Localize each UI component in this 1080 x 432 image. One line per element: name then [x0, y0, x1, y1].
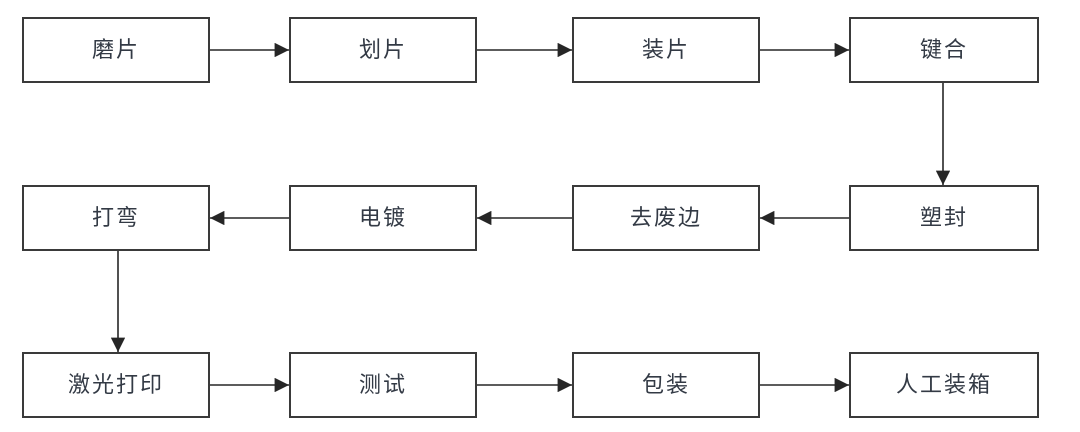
flow-node-testing: 测试 — [289, 352, 477, 418]
flow-node-label: 去废边 — [629, 205, 702, 230]
flow-node-label: 测试 — [358, 372, 407, 397]
flow-node-bending: 打弯 — [22, 185, 210, 251]
flow-node-dicing: 划片 — [289, 17, 477, 83]
flow-node-label: 激光打印 — [67, 372, 164, 397]
flow-node-deflash: 去废边 — [572, 185, 760, 251]
flow-node-label: 划片 — [358, 37, 407, 62]
flow-node-plating: 电镀 — [289, 185, 477, 251]
flow-node-label: 打弯 — [91, 205, 140, 230]
flow-node-manual-boxing: 人工装箱 — [849, 352, 1039, 418]
flow-node-label: 塑封 — [919, 205, 968, 230]
flow-node-label: 装片 — [641, 37, 690, 62]
flow-node-packing: 包装 — [572, 352, 760, 418]
flow-node-label: 键合 — [919, 37, 968, 62]
flow-node-label: 电镀 — [358, 205, 407, 230]
flow-node-grinding: 磨片 — [22, 17, 210, 83]
flow-node-laser-marking: 激光打印 — [22, 352, 210, 418]
flow-node-die-attach: 装片 — [572, 17, 760, 83]
flow-node-bonding: 键合 — [849, 17, 1039, 83]
flow-node-molding: 塑封 — [849, 185, 1039, 251]
flow-node-label: 磨片 — [91, 37, 140, 62]
flow-node-label: 包装 — [641, 372, 690, 397]
flow-node-label: 人工装箱 — [895, 372, 992, 397]
